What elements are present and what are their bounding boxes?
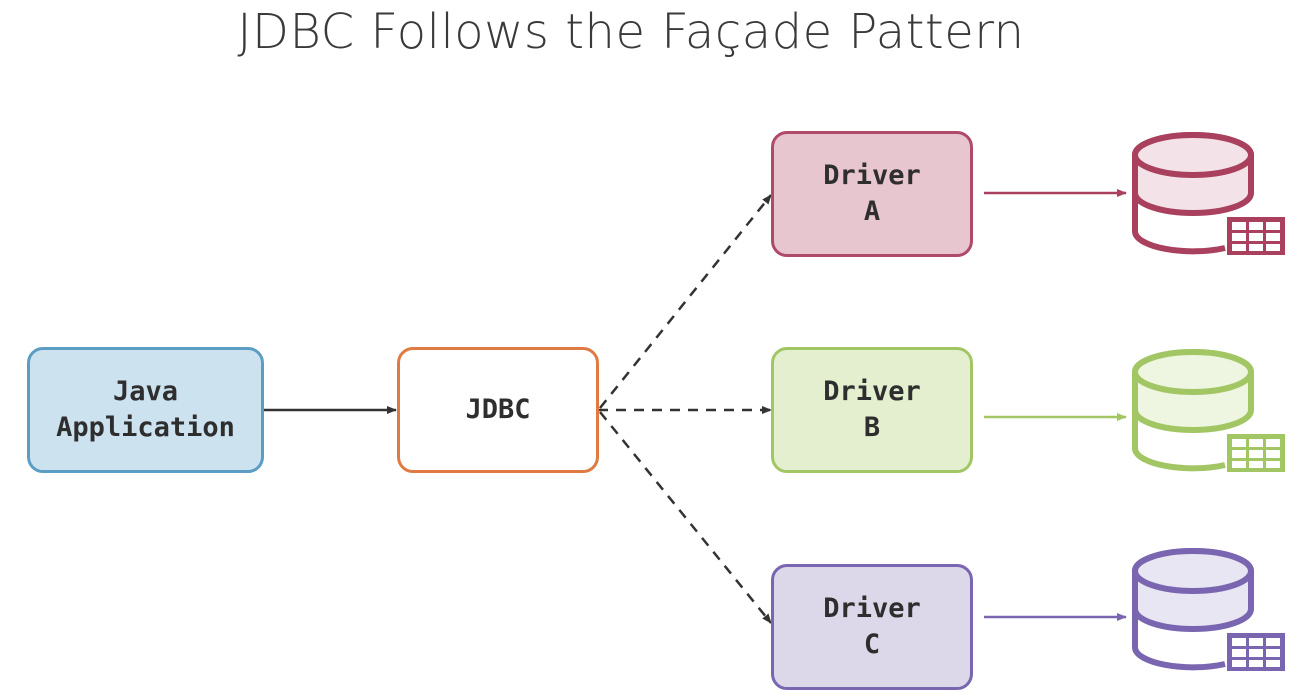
driver-a-line1: Driver	[823, 160, 921, 191]
driver-a-line2: A	[863, 196, 881, 227]
java-application-line1: Java	[112, 376, 179, 407]
jdbc-node: JDBC	[397, 347, 599, 473]
diagram-title: JDBC Follows the Façade Pattern	[237, 4, 1025, 60]
edge-jdbc-to-driver-c	[599, 411, 772, 624]
driver-c-line1: Driver	[823, 593, 921, 624]
java-application-node: Java Application	[27, 347, 264, 473]
jdbc-label: JDBC	[465, 394, 531, 425]
driver-b-node: Driver B	[771, 347, 973, 473]
java-application-line2: Application	[56, 412, 235, 443]
driver-b-line1: Driver	[823, 376, 921, 407]
driver-a-node: Driver A	[771, 131, 973, 257]
edge-jdbc-to-driver-a	[599, 194, 772, 409]
database-c-icon	[1132, 548, 1285, 671]
database-b-icon	[1132, 349, 1285, 472]
driver-b-line2: B	[863, 412, 881, 443]
driver-c-line2: C	[863, 629, 881, 660]
driver-c-node: Driver C	[771, 564, 973, 690]
database-a-icon	[1132, 132, 1285, 255]
